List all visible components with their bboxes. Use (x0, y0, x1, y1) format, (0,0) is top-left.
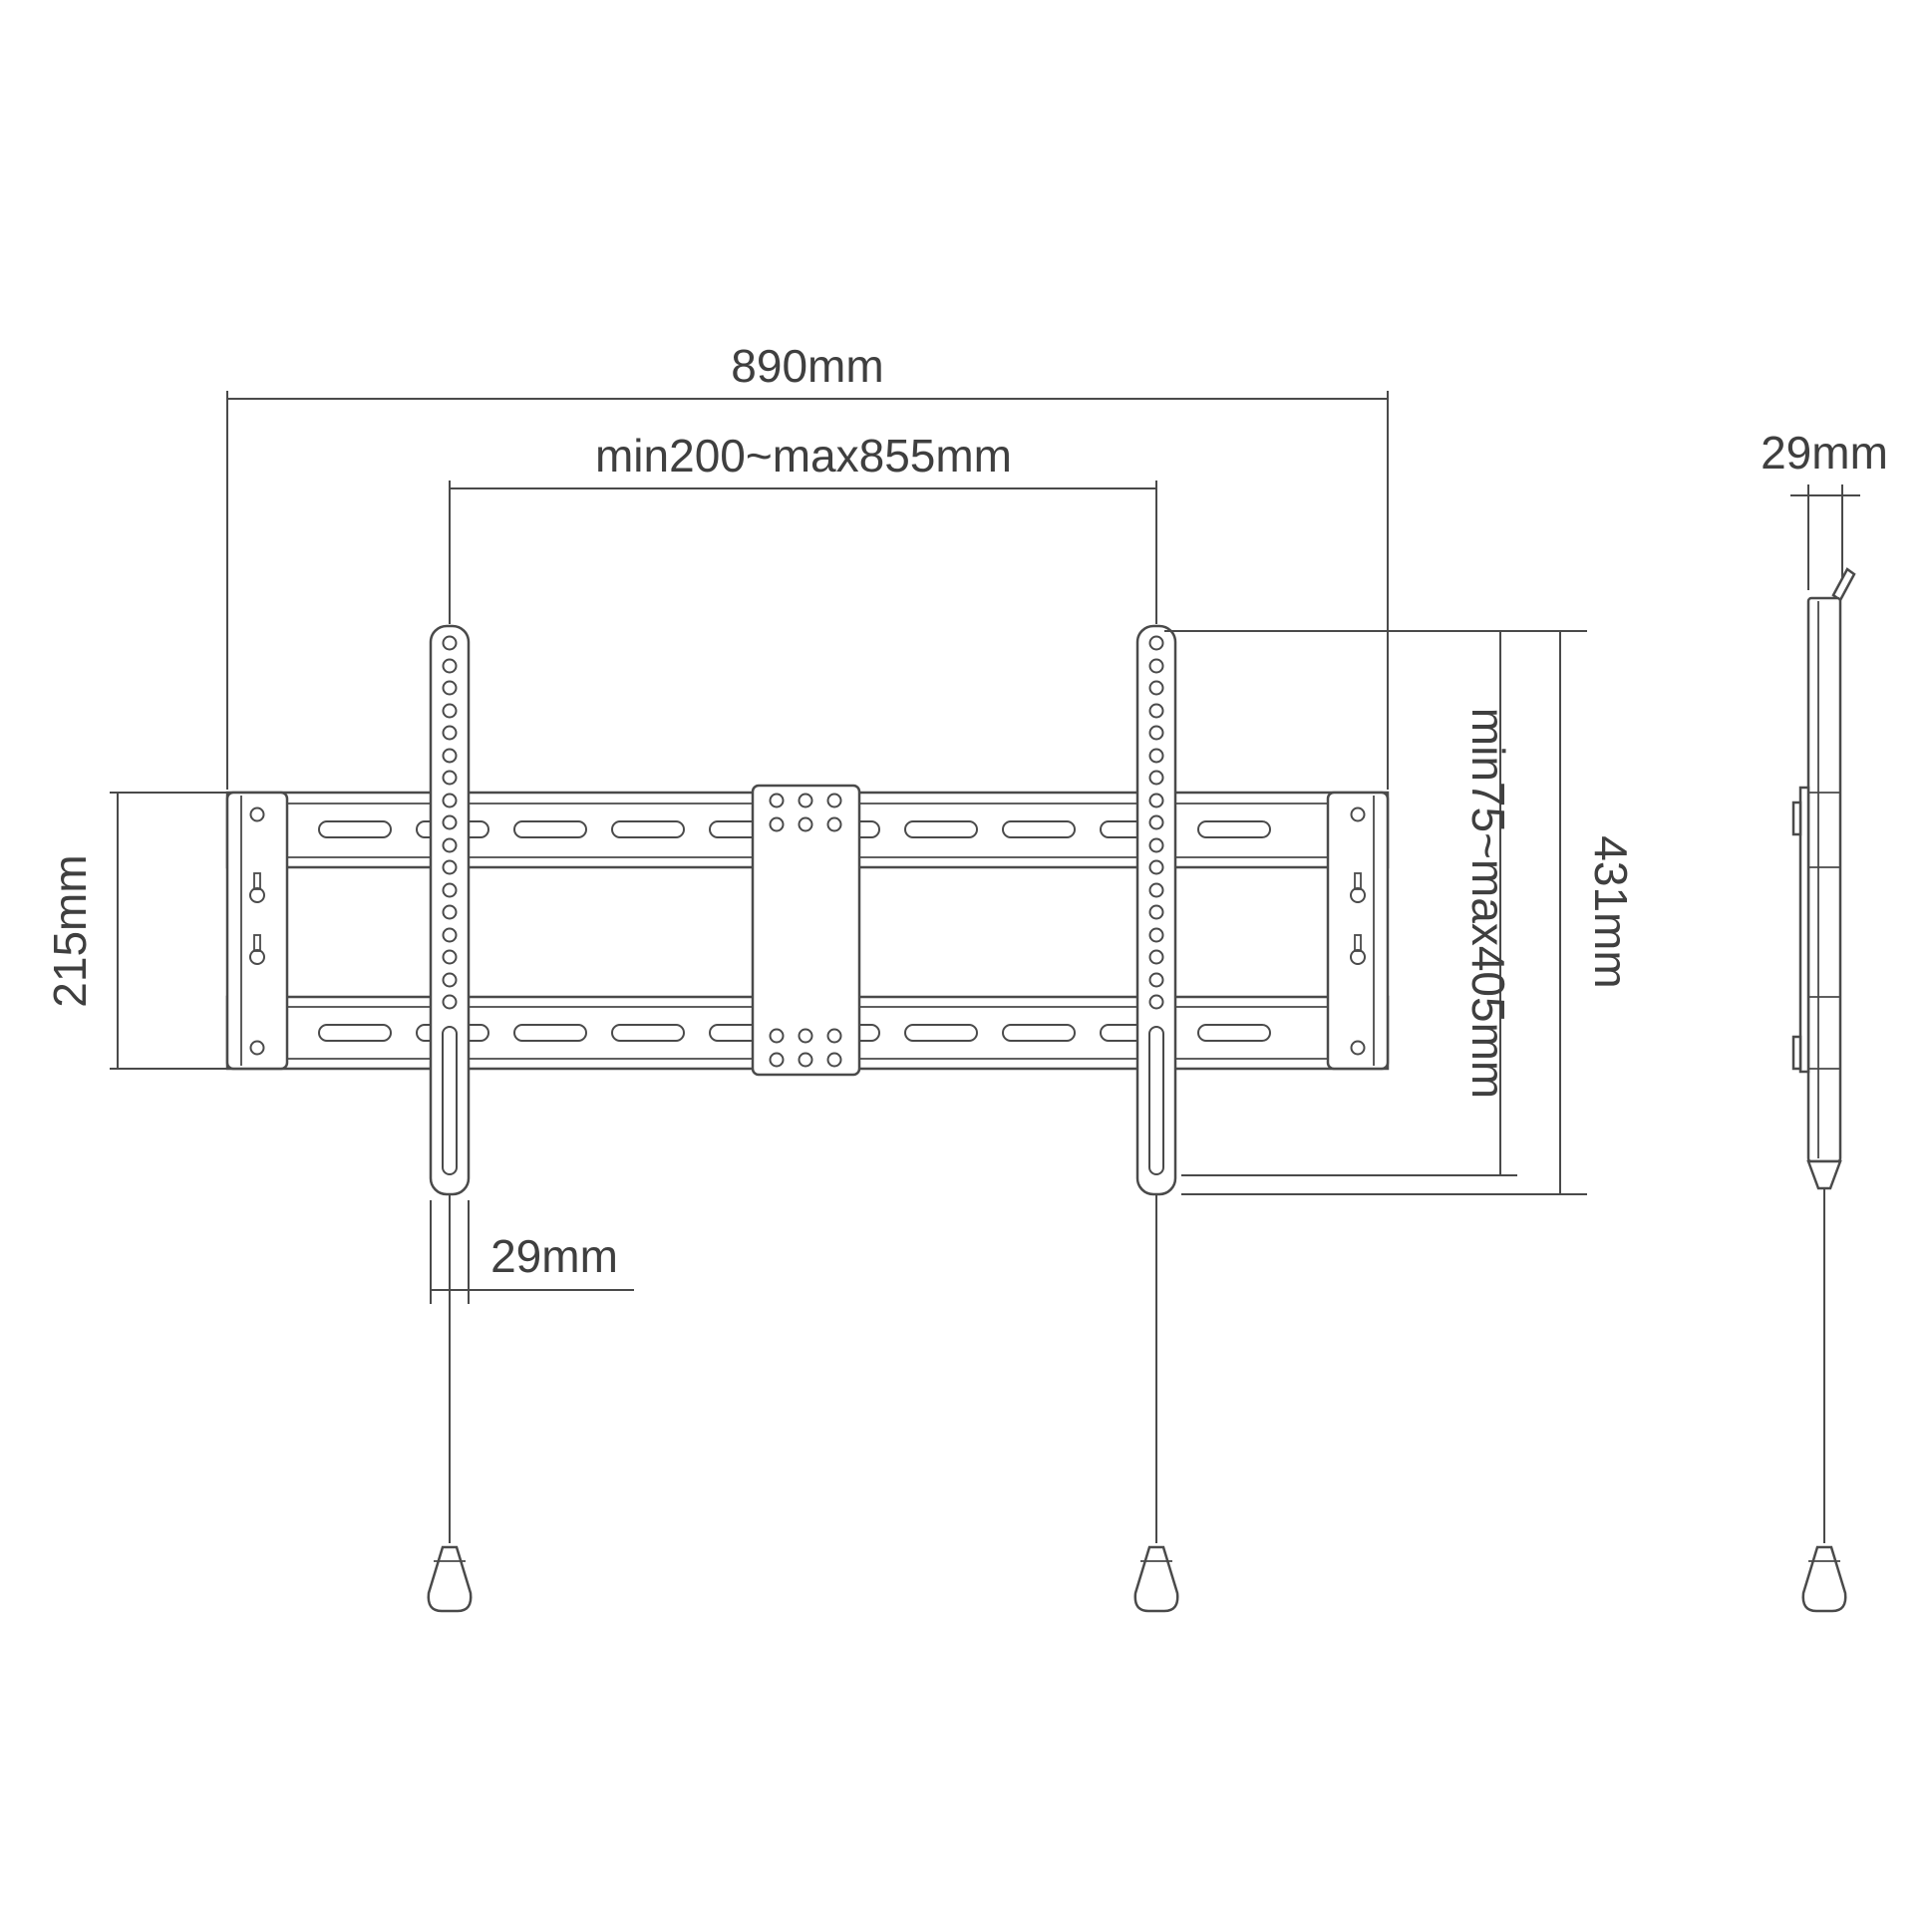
left-end-cap (225, 791, 289, 1071)
rail-adjust-slot (442, 1026, 458, 1175)
dim-vertical-range-label: min75~max405mm (1462, 708, 1514, 1099)
rail-adjust-slot (1148, 1026, 1164, 1175)
dim-plate-height: 215mm (44, 792, 235, 1070)
side-view: 29mm (1761, 427, 1888, 1613)
side-clip (1791, 801, 1802, 836)
dim-rail-height: 431mm (1181, 631, 1637, 1195)
top-lip (1831, 567, 1856, 602)
front-view (225, 624, 1390, 1613)
pull-tab (1133, 1545, 1179, 1613)
dim-overall-width-label: 890mm (731, 340, 883, 392)
dim-mount-range-label: min200~max855mm (595, 430, 1012, 482)
dim-rail-height-label: 431mm (1585, 835, 1637, 988)
dim-mount-range: min200~max855mm (449, 430, 1157, 624)
dim-overall-width: 890mm (226, 340, 1389, 790)
side-rail-bar (1806, 596, 1842, 1163)
dim-rail-width: 29mm (430, 1200, 634, 1304)
pull-tab (427, 1545, 473, 1613)
right-vesa-rail (1133, 624, 1179, 1613)
dim-plate-height-label: 215mm (44, 854, 96, 1007)
dimensions-front: 890mm min200~max855mm 215mm 29mm (44, 340, 1637, 1304)
dim-vertical-range: min75~max405mm (1164, 630, 1587, 1176)
pull-tab (1801, 1545, 1847, 1613)
wall-plate (225, 784, 1390, 1077)
center-plate (751, 784, 861, 1077)
right-end-cap (1326, 791, 1390, 1071)
keyhole (1350, 872, 1366, 903)
left-vesa-rail (427, 624, 473, 1613)
side-profile (1791, 567, 1856, 1613)
side-wall-plate (1798, 786, 1810, 1074)
side-clip (1791, 1035, 1802, 1071)
keyhole (249, 934, 265, 965)
dim-depth-label: 29mm (1761, 427, 1888, 479)
keyhole (1350, 934, 1366, 965)
dim-depth: 29mm (1761, 427, 1888, 590)
bottom-taper (1806, 1159, 1842, 1190)
keyhole (249, 872, 265, 903)
dim-rail-width-label: 29mm (490, 1230, 618, 1282)
